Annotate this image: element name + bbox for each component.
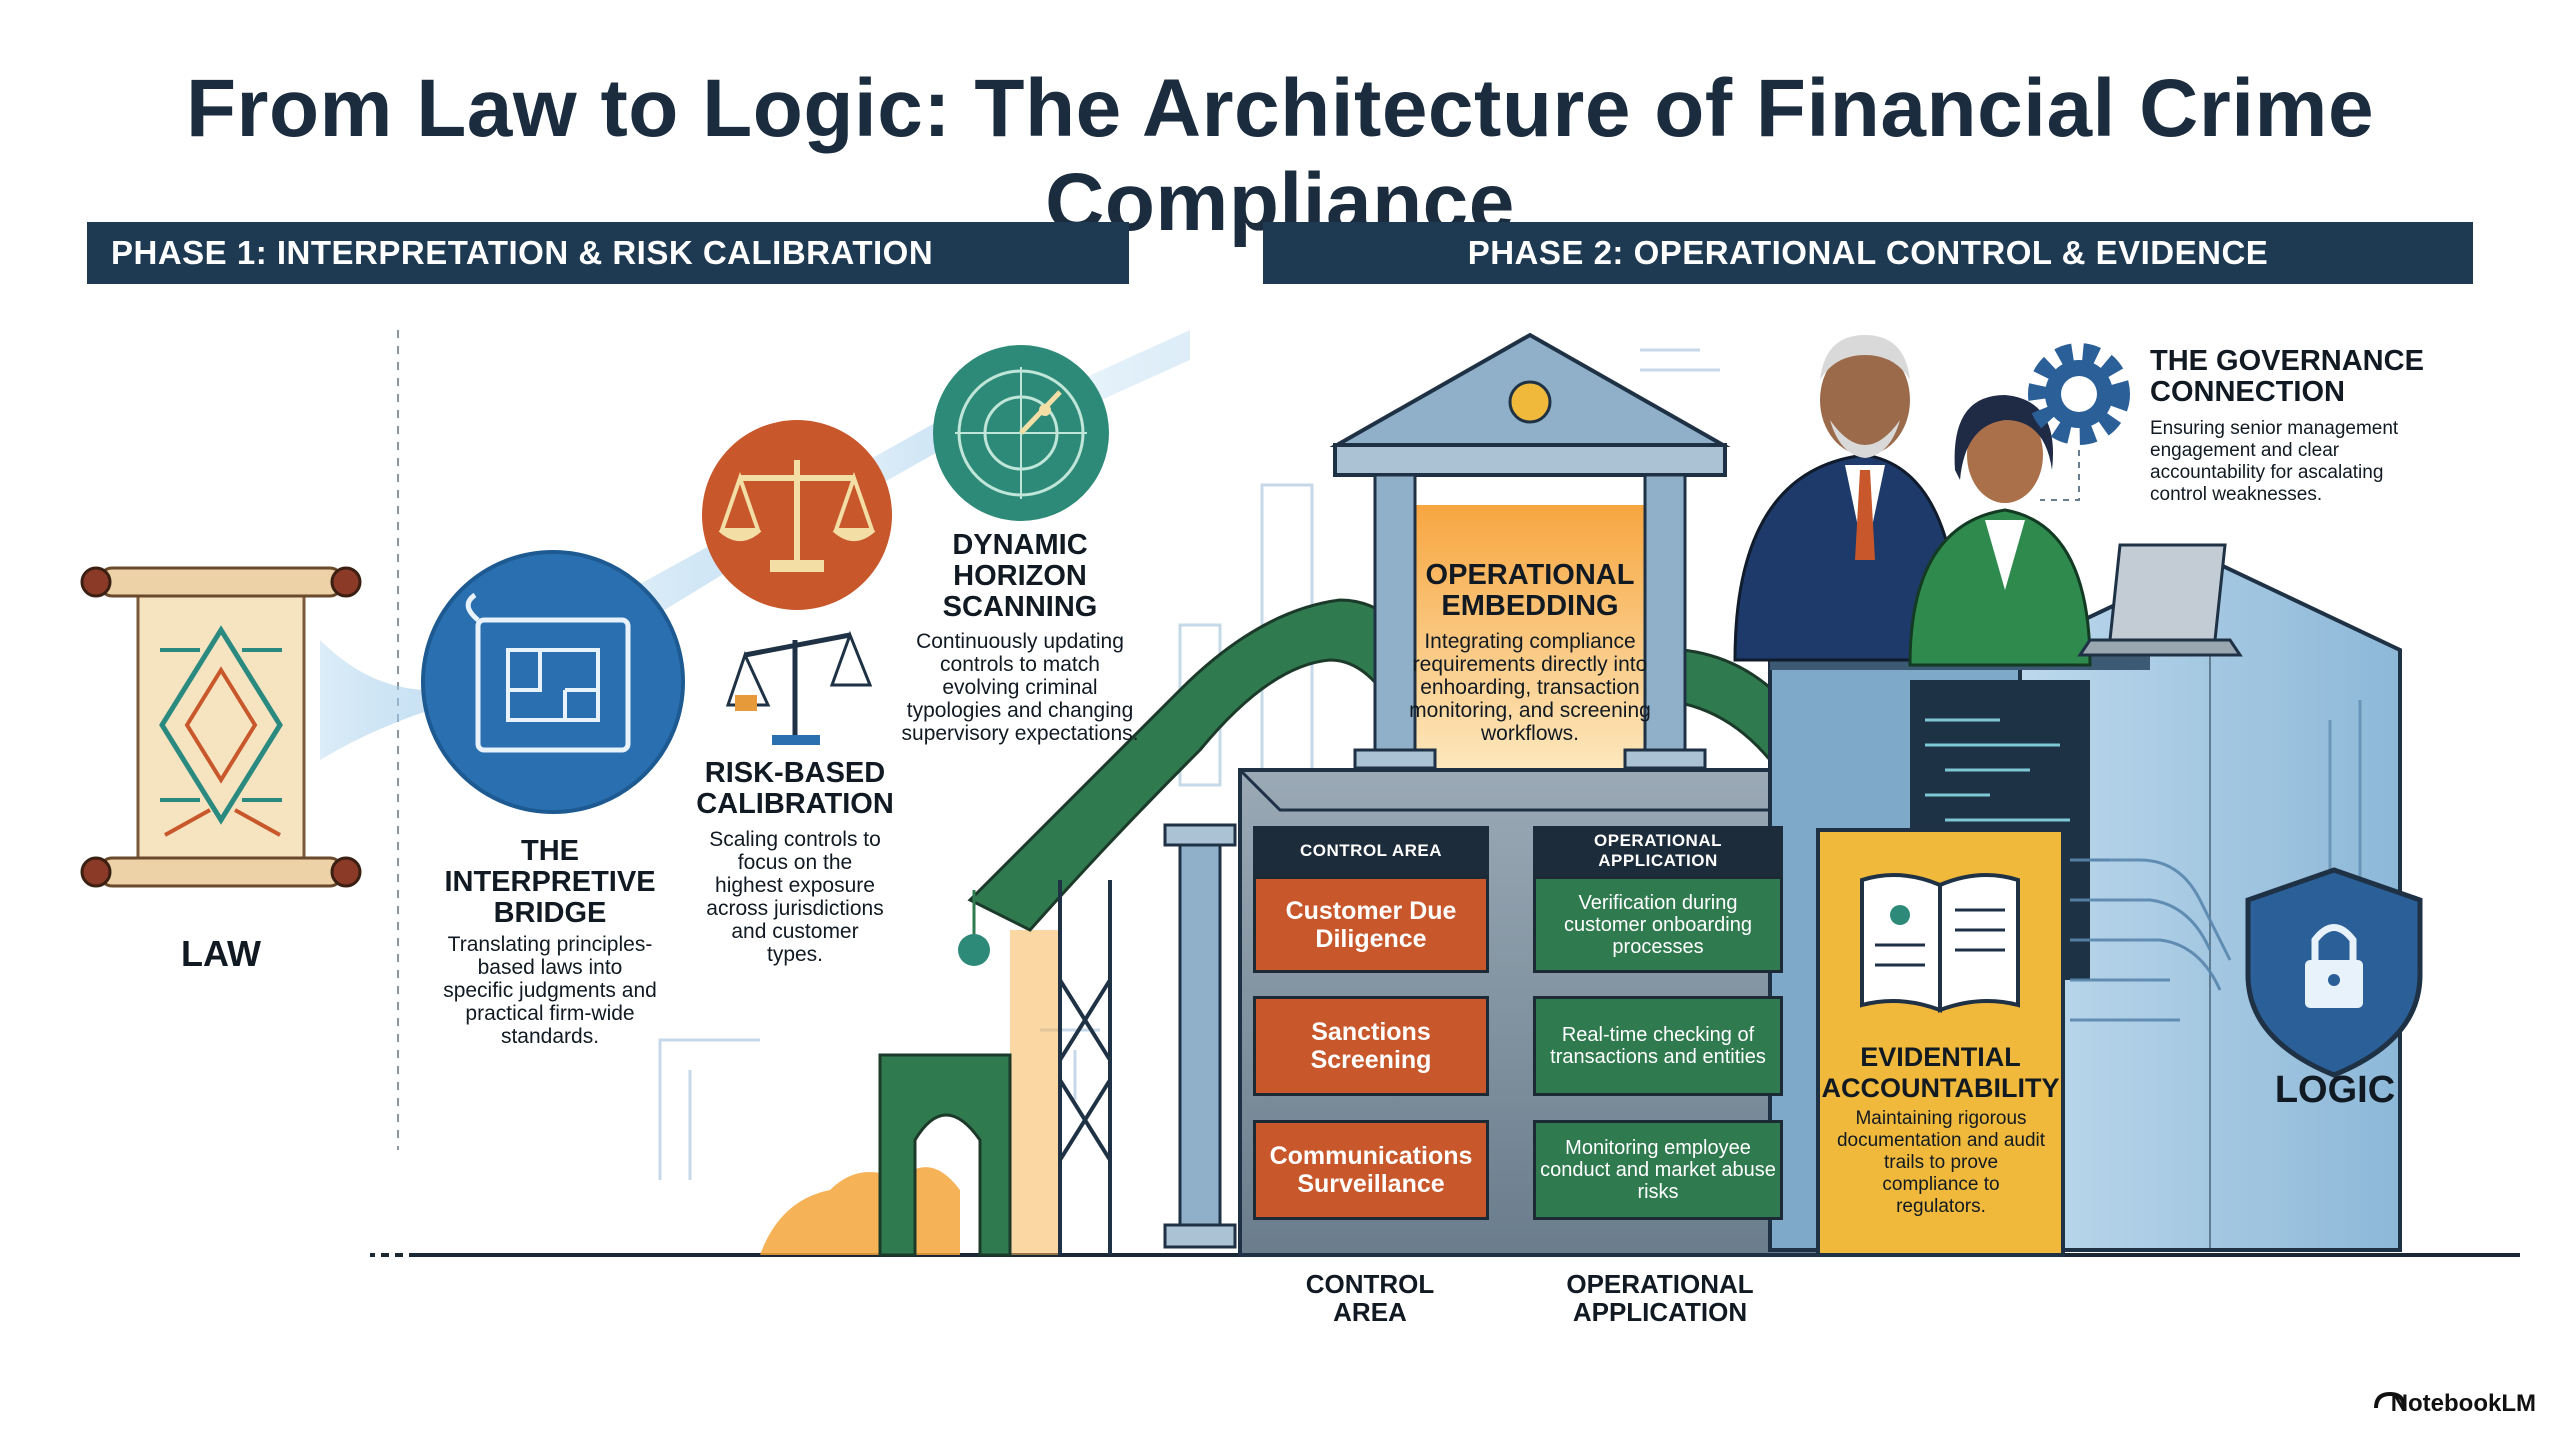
laptop-icon [2077,543,2243,657]
control-area-header: CONTROL AREA [1253,826,1489,876]
phase1-banner: PHASE 1: INTERPRETATION & RISK CALIBRATI… [87,222,1129,284]
temple-icon [1329,332,1731,775]
scales-icon [702,420,892,610]
governance-heading: THE GOVERNANCE CONNECTION [2150,345,2424,408]
law-label: LAW [181,933,261,974]
control-area-communications-surveillance: Communications Surveillance [1253,1120,1489,1220]
application-real-time-checking: Real-time checking of transactions and e… [1533,996,1783,1096]
interpretive-bridge-description: Translating principles-based laws into s… [443,933,657,1048]
radar-icon [933,345,1109,521]
gear-icon [2028,343,2130,445]
risk-calibration-heading: RISK-BASED CALIBRATION [696,757,894,820]
horizon-scanning-heading: DYNAMIC HORIZON SCANNING [942,529,1098,623]
person-woman [1908,395,2092,667]
operational-application-footer: OPERATIONAL APPLICATION [1566,1269,1754,1327]
operational-embedding-description: Integrating compliance requirements dire… [1409,630,1651,745]
horizon-scanning-description: Continuously updating controls to match … [901,630,1139,745]
scroll-icon [80,566,362,888]
notebooklm-brand: NotebookLM [2390,1390,2536,1417]
person-man [1733,335,1962,662]
control-area-customer-due-diligence: Customer Due Diligence [1253,876,1489,973]
logic-label: LOGIC [2274,1069,2396,1111]
shield-lock-icon [2245,867,2423,1078]
application-customer-onboarding: Verification during customer onboarding … [1533,876,1783,973]
evidential-accountability-heading: EVIDENTIAL ACCOUNTABILITY [1821,1042,2060,1103]
small-scales-icon [725,630,873,745]
operational-embedding-heading: OPERATIONAL EMBEDDING [1425,559,1635,622]
control-area-sanctions-screening: Sanctions Screening [1253,996,1489,1096]
blueprint-icon [421,550,685,814]
governance-description: Ensuring senior management engagement an… [2150,418,2399,505]
book-icon [1860,873,2020,1013]
phase2-banner: PHASE 2: OPERATIONAL CONTROL & EVIDENCE [1263,222,2473,284]
notebooklm-logo [2374,1391,2406,1409]
interpretive-bridge-heading: THE INTERPRETIVE BRIDGE [444,835,656,929]
operational-application-header: OPERATIONAL APPLICATION [1533,826,1783,876]
application-monitoring-employee-conduct: Monitoring employee conduct and market a… [1533,1120,1783,1220]
control-area-footer: CONTROL AREA [1305,1269,1435,1327]
risk-calibration-description: Scaling controls to focus on the highest… [706,828,884,966]
evidential-accountability-description: Maintaining rigorous documentation and a… [1836,1108,2046,1217]
